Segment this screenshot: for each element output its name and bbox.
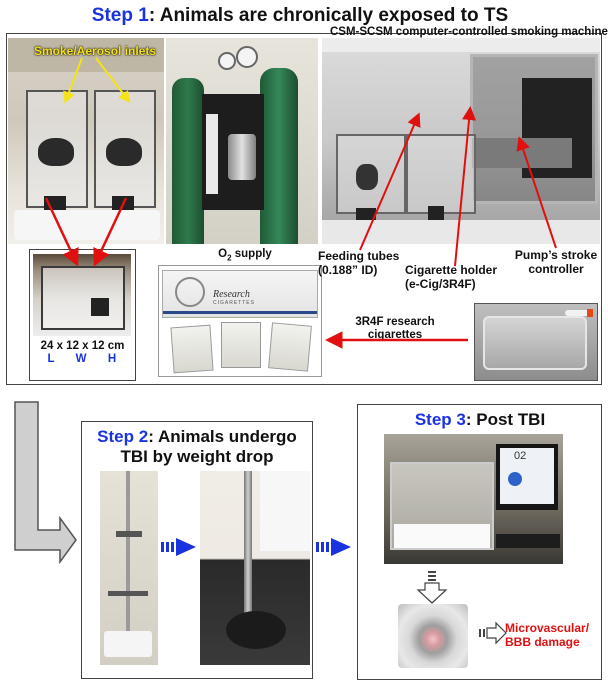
step1-text: : Animals are chronically exposed to TS — [148, 5, 509, 26]
mouse-impact-photo — [200, 471, 310, 665]
damage-text2: BBB damage — [505, 634, 580, 649]
pump-sub: controller — [528, 261, 584, 276]
step2-text: : Animals undergo — [148, 427, 297, 446]
step1-label: Step 1 — [91, 5, 149, 26]
cage-box — [41, 266, 125, 330]
pump-text: Pump’s stroke — [514, 248, 598, 262]
cage-photo — [33, 254, 131, 336]
cigarette-holder-photo — [474, 303, 598, 381]
metal-tray — [483, 316, 587, 370]
weight-drop-apparatus-photo — [100, 471, 158, 665]
pump-controller-label: Pump’s stroke controller — [513, 248, 599, 277]
research-cig-text: 3R4F research — [355, 316, 435, 328]
machine-chamber-1 — [336, 134, 406, 214]
feeding-tubes-label: Feeding tubes (0.188” ID) — [318, 249, 408, 278]
carton-brand-sub: CIGARETTES — [213, 300, 255, 306]
cigarette-holder-label: Cigarette holder (e-Cig/3R4F) — [405, 263, 505, 292]
o2-subscript: 2 — [227, 253, 232, 263]
dim-w-label: W — [75, 353, 87, 365]
o2-supply-label: O2 supply — [200, 248, 290, 262]
step1-title: Step 1: Animals are chronically exposed … — [60, 5, 540, 27]
carton-brand: Research — [213, 289, 250, 300]
exposure-chambers-photo — [8, 38, 164, 244]
smoke-inlets-label: Smoke/Aerosol inlets — [34, 44, 157, 58]
step2-text2: TBI by weight drop — [120, 446, 274, 466]
research-cig-sub: cigarettes — [367, 329, 423, 342]
mouse — [226, 611, 286, 649]
o2-tank-2 — [260, 68, 298, 244]
machine-title: CSM-SCSM computer-controlled smoking mac… — [330, 26, 608, 38]
step3-label: Step 3 — [414, 410, 466, 429]
o2-tank-1 — [172, 78, 204, 244]
feeding-tubes-size: (0.188” ID) — [318, 262, 378, 277]
o2-o: O — [218, 248, 228, 260]
o2-tanks-photo — [166, 38, 318, 244]
damage-text: Microvascular/ — [505, 621, 590, 635]
bbb-damage-label: Microvascular/ BBB damage — [505, 621, 601, 650]
cigarette-carton: Research CIGARETTES — [162, 270, 318, 318]
cig-holder-text: Cigarette holder — [405, 263, 498, 277]
smoking-machine-photo — [322, 38, 600, 244]
cigarette-pack-2 — [221, 322, 261, 368]
assessment-setup-photo: 02 — [384, 434, 563, 564]
dim-l-label: L — [47, 353, 55, 365]
cig-holder-sub: (e-Cig/3R4F) — [405, 276, 476, 291]
research-cigarettes-label: 3R4F research cigarettes — [347, 316, 443, 342]
brain-microvascular-photo — [398, 604, 468, 668]
step2-label: Step 2 — [97, 427, 149, 446]
o2-supply-text: supply — [231, 248, 272, 260]
feeding-tubes-text: Feeding tubes — [318, 249, 400, 263]
dim-h-label: H — [107, 353, 117, 365]
screen-value: 02 — [514, 450, 527, 462]
step2-title: Step 2: Animals undergo TBI by weight dr… — [85, 427, 309, 466]
cage-dimensions: 24 x 12 x 12 cm — [40, 340, 125, 352]
